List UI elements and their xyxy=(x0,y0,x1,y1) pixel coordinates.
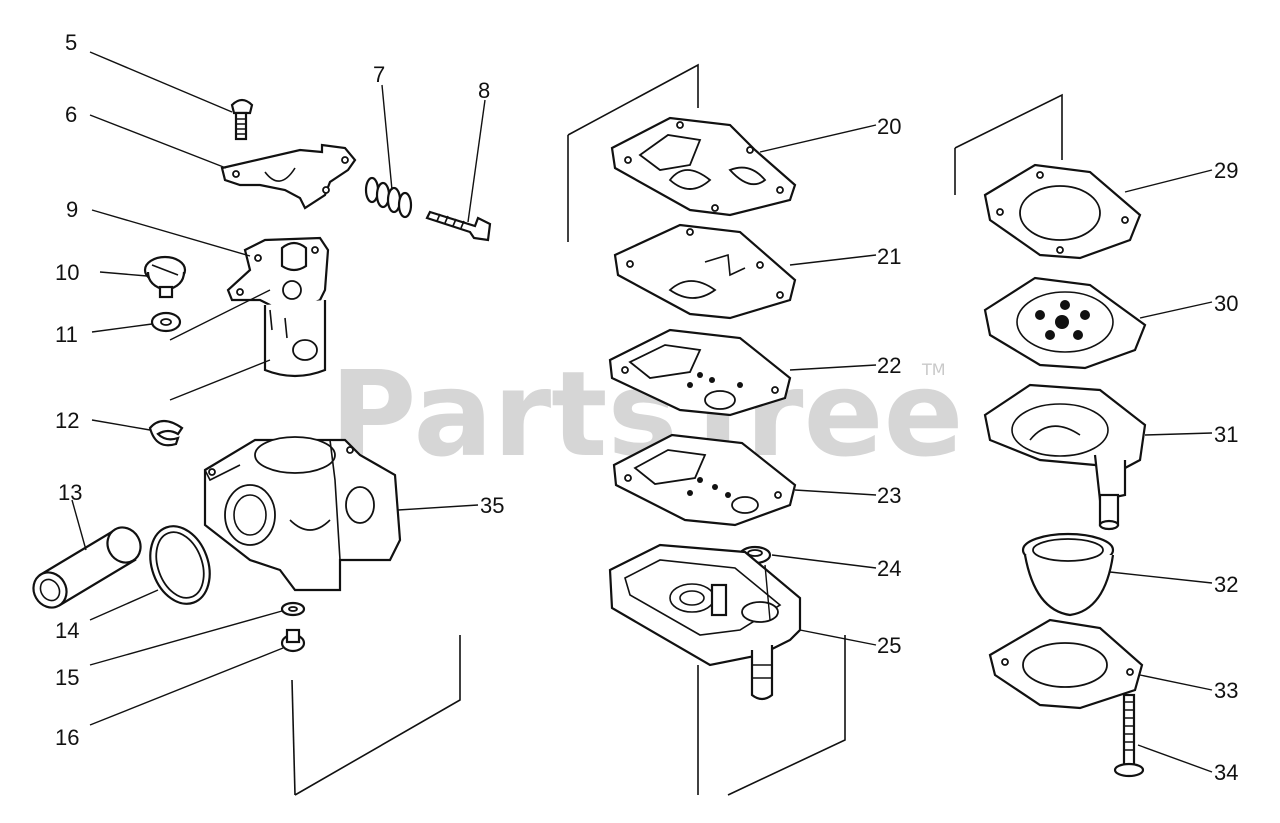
part-29-gasket[interactable] xyxy=(983,163,1142,260)
callout-34[interactable]: 34 xyxy=(1214,760,1238,785)
callout-23[interactable]: 23 xyxy=(877,483,901,508)
right-leaders xyxy=(1109,169,1213,773)
callout-25[interactable]: 25 xyxy=(877,633,901,658)
part-5-screw[interactable] xyxy=(230,98,254,141)
callout-5[interactable]: 5 xyxy=(65,30,77,55)
part-34-screw[interactable] xyxy=(1113,693,1145,778)
callout-15[interactable]: 15 xyxy=(55,665,79,690)
watermark-tm: TM xyxy=(921,360,946,379)
part-10-cap[interactable] xyxy=(143,255,187,299)
callout-11[interactable]: 11 xyxy=(55,322,78,347)
callout-10[interactable]: 10 xyxy=(55,260,79,285)
part-16-plug[interactable] xyxy=(280,628,306,653)
part-12-clip[interactable] xyxy=(148,419,184,447)
middle-leaders xyxy=(759,124,877,646)
callout-9[interactable]: 9 xyxy=(66,197,78,222)
callout-33[interactable]: 33 xyxy=(1214,678,1238,703)
callout-labels: 5 6 7 8 9 10 11 12 13 14 15 16 20 21 22 … xyxy=(55,30,1238,785)
callout-30[interactable]: 30 xyxy=(1214,291,1238,316)
part-35-carburetor-body[interactable] xyxy=(203,436,402,592)
part-15-washer[interactable] xyxy=(280,601,306,617)
callout-21[interactable]: 21 xyxy=(877,244,901,269)
part-30-diaphragm[interactable] xyxy=(983,276,1147,370)
callout-6[interactable]: 6 xyxy=(65,102,77,127)
part-6-bracket[interactable] xyxy=(220,143,357,210)
part-23-plate[interactable] xyxy=(612,433,797,527)
callout-13[interactable]: 13 xyxy=(58,480,82,505)
part-20-gasket[interactable] xyxy=(610,116,797,217)
callout-20[interactable]: 20 xyxy=(877,114,901,139)
callout-22[interactable]: 22 xyxy=(877,353,901,378)
callout-12[interactable]: 12 xyxy=(55,408,79,433)
part-11-washer[interactable] xyxy=(150,311,182,333)
part-9-valve-body[interactable] xyxy=(226,236,330,378)
part-14-ring[interactable] xyxy=(140,518,220,612)
callout-14[interactable]: 14 xyxy=(55,618,79,643)
left-leaders xyxy=(71,51,486,726)
part-8-screw[interactable] xyxy=(425,210,492,242)
middle-group-guides xyxy=(567,63,846,796)
part-22-gasket[interactable] xyxy=(608,328,792,417)
callout-7[interactable]: 7 xyxy=(373,62,385,87)
callout-16[interactable]: 16 xyxy=(55,725,79,750)
callout-29[interactable]: 29 xyxy=(1214,158,1238,183)
part-13-tube[interactable] xyxy=(27,521,147,613)
part-33-cover-plate[interactable] xyxy=(988,618,1144,710)
part-32-cup[interactable] xyxy=(1021,532,1115,617)
part-25-pump-body[interactable] xyxy=(608,543,802,701)
left-group-guides xyxy=(169,289,461,796)
callout-35[interactable]: 35 xyxy=(480,493,504,518)
right-group-guides xyxy=(954,93,1063,195)
callout-31[interactable]: 31 xyxy=(1214,422,1238,447)
part-7-spring[interactable] xyxy=(364,176,413,219)
callout-24[interactable]: 24 xyxy=(877,556,901,581)
callout-32[interactable]: 32 xyxy=(1214,572,1238,597)
part-21-diaphragm[interactable] xyxy=(613,223,797,320)
callout-8[interactable]: 8 xyxy=(478,78,490,103)
part-31-housing[interactable] xyxy=(983,383,1147,531)
